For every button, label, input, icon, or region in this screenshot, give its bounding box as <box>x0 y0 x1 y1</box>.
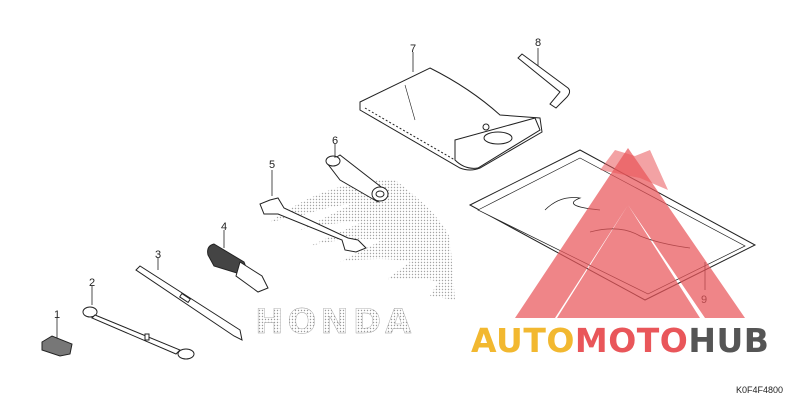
callout-3: 3 <box>155 249 161 261</box>
callout-1: 1 <box>54 309 60 321</box>
hex-key <box>517 53 571 109</box>
watermark-wordmark: AUTOMOTOHUB <box>471 321 769 360</box>
honda-wing-logo: HONDA <box>255 179 455 342</box>
honda-logo-text: HONDA <box>255 302 415 342</box>
watermark-moto: MOTO <box>575 321 688 360</box>
callout-7: 7 <box>410 43 416 55</box>
open-end-wrench <box>259 197 367 253</box>
screwdriver-handle <box>207 243 269 293</box>
watermark-hub: HUB <box>688 321 769 360</box>
callout-2: 2 <box>89 277 95 289</box>
extension-handle <box>82 306 195 360</box>
tool-bag <box>359 67 543 171</box>
watermark-triangle <box>515 148 745 318</box>
watermark-auto: AUTO <box>471 321 575 360</box>
screwdriver-bit <box>135 265 243 341</box>
callout-4: 4 <box>221 221 227 233</box>
callout-5: 5 <box>269 159 275 171</box>
callout-8: 8 <box>535 37 541 49</box>
diagram-code: K0F4F4800 <box>736 385 783 395</box>
box-spanner <box>325 154 389 203</box>
callout-6: 6 <box>332 135 338 147</box>
small-clip <box>41 335 73 357</box>
